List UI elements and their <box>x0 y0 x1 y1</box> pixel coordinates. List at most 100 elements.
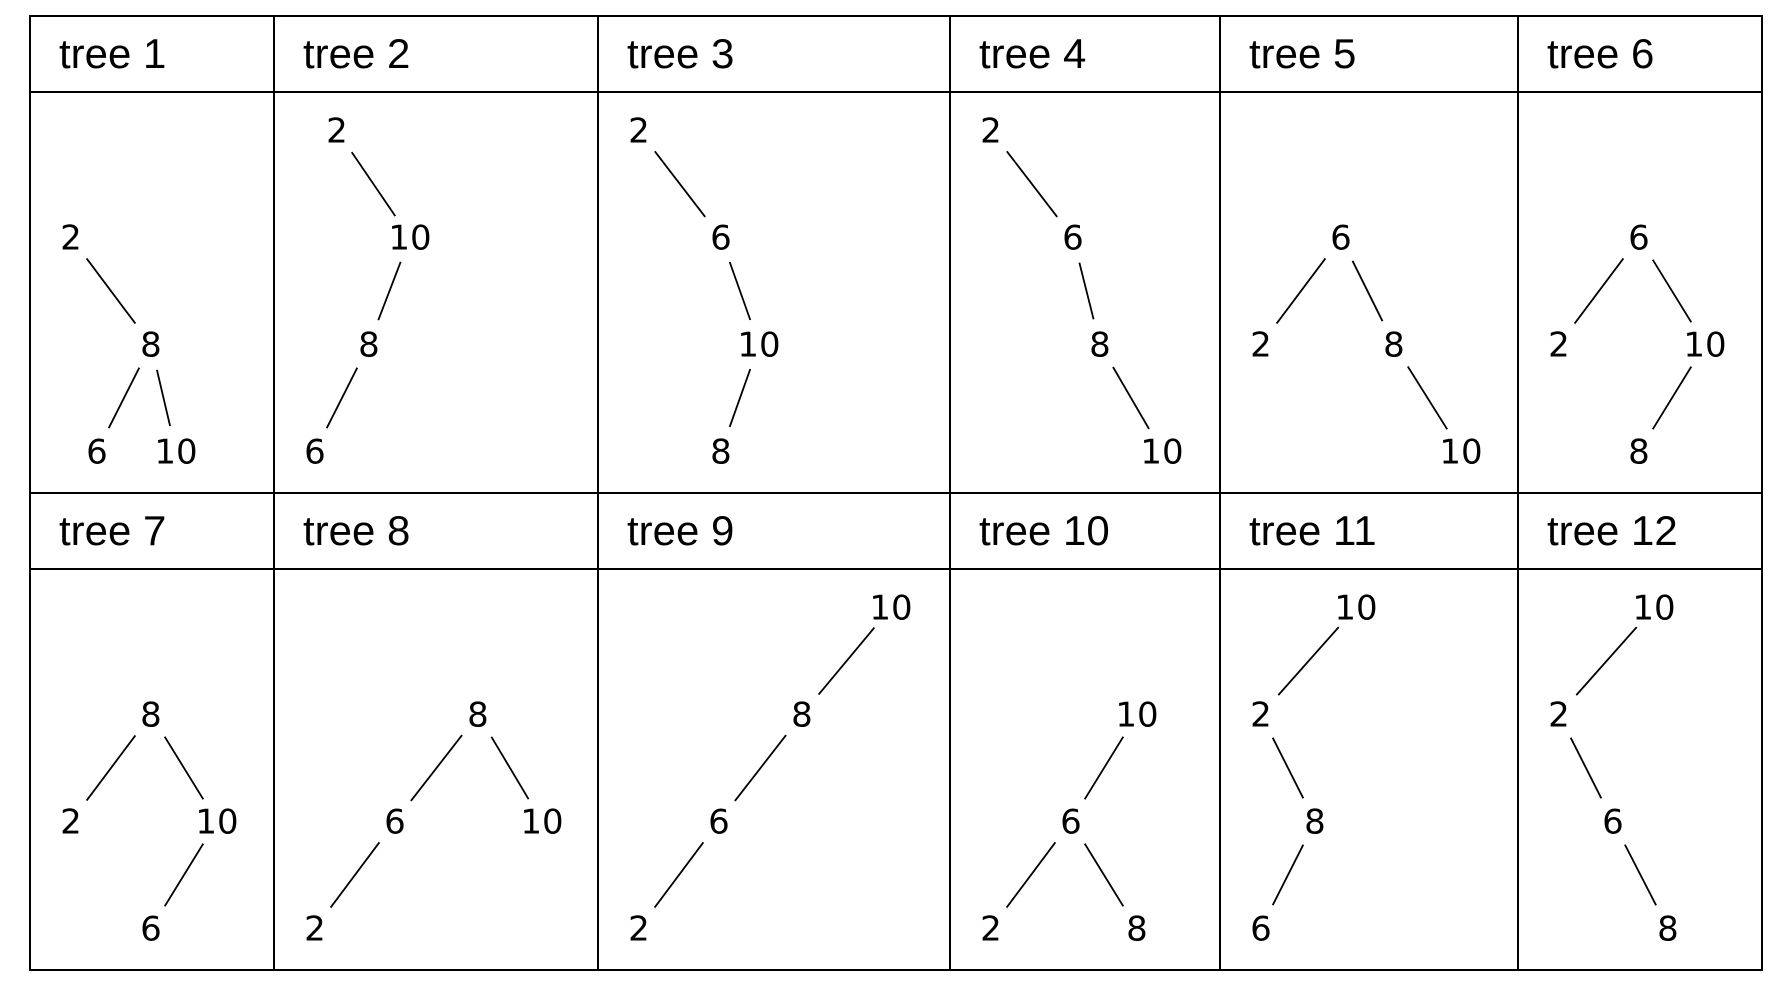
tree-9-node-10: 10 <box>869 589 912 629</box>
tree-5-node-6: 6 <box>1330 219 1352 259</box>
tree-5-edge-8-10 <box>1407 366 1448 430</box>
tree-2-node-10: 10 <box>388 219 431 259</box>
tree-8-diagram: 8 6 10 2 <box>304 696 563 950</box>
tree-9-edge-10-8 <box>817 627 876 696</box>
tree-6-edge-10-8 <box>1651 366 1693 430</box>
tree-5-title: tree 5 <box>1219 15 1519 93</box>
tree-1-edge-8-6 <box>107 367 141 429</box>
tree-5-diagram: 6 2 8 10 <box>1250 219 1482 473</box>
tree-6-diagram: 6 2 10 8 <box>1548 219 1726 473</box>
tree-10-edge-6-8 <box>1083 843 1125 907</box>
tree-12-edge-6-8 <box>1624 844 1657 906</box>
tree-7-title: tree 7 <box>29 492 275 570</box>
tree-2-node-8: 8 <box>358 325 380 365</box>
tree-table: tree 1 tree 2 tree 3 tree 4 tree 5 tree … <box>29 15 1763 971</box>
tree-7-node-6: 6 <box>140 909 162 949</box>
tree-3-title: tree 3 <box>597 15 951 93</box>
tree-9-edge-6-2 <box>653 841 705 909</box>
tree-11-edge-10-2 <box>1277 626 1340 696</box>
tree-10-node-6: 6 <box>1060 802 1082 842</box>
tree-5-node-2: 2 <box>1250 325 1272 365</box>
tree-11-node-6: 6 <box>1250 909 1272 949</box>
tree-2-edge-10-8 <box>377 261 402 321</box>
tree-5-cell: 6 2 8 10 <box>1219 91 1519 494</box>
tree-6-node-2: 2 <box>1548 325 1570 365</box>
tree-4-edge-8-10 <box>1112 366 1150 430</box>
tree-3-node-6: 6 <box>710 219 732 259</box>
header-row-1: tree 1 tree 2 tree 3 tree 4 tree 5 tree … <box>29 15 1763 93</box>
tree-12-node-10: 10 <box>1632 589 1675 629</box>
tree-11-node-10: 10 <box>1334 589 1377 629</box>
tree-4-edge-6-8 <box>1078 262 1095 320</box>
tree-8-node-10: 10 <box>520 802 563 842</box>
tree-12-edge-2-6 <box>1569 737 1603 799</box>
tree-8-node-2: 2 <box>304 909 326 949</box>
tree-1-node-6: 6 <box>86 432 108 472</box>
tree-9-title: tree 9 <box>597 492 951 570</box>
tree-6-edge-6-10 <box>1651 259 1693 323</box>
tree-4-node-10: 10 <box>1140 432 1183 472</box>
tree-4-edge-2-6 <box>1006 150 1058 218</box>
tree-3-node-8: 8 <box>710 432 732 472</box>
tree-9-edge-8-6 <box>734 734 787 802</box>
tree-9-node-6: 6 <box>708 802 730 842</box>
tree-8-title: tree 8 <box>273 492 599 570</box>
tree-7-node-8: 8 <box>140 696 162 736</box>
tree-12-node-2: 2 <box>1548 696 1570 736</box>
tree-11-edge-8-6 <box>1271 844 1305 906</box>
tree-7-edge-8-2 <box>85 734 137 802</box>
tree-8-node-8: 8 <box>467 696 489 736</box>
tree-12-title: tree 12 <box>1517 492 1763 570</box>
tree-grid: tree 1 tree 2 tree 3 tree 4 tree 5 tree … <box>29 15 1763 971</box>
tree-4-node-6: 6 <box>1062 219 1084 259</box>
tree-10-node-2: 2 <box>980 909 1002 949</box>
tree-6-node-10: 10 <box>1683 325 1726 365</box>
tree-11-node-2: 2 <box>1250 696 1272 736</box>
tree-6-title: tree 6 <box>1517 15 1763 93</box>
tree-7-edge-10-6 <box>163 843 205 907</box>
tree-9-node-8: 8 <box>791 696 813 736</box>
tree-3-edge-2-6 <box>654 150 706 218</box>
tree-6-node-6: 6 <box>1628 219 1650 259</box>
tree-1-node-10: 10 <box>154 432 197 472</box>
tree-4-node-2: 2 <box>980 112 1002 152</box>
tree-11-edge-2-8 <box>1271 737 1305 799</box>
tree-10-edge-10-6 <box>1083 736 1125 800</box>
tree-10-node-10: 10 <box>1115 696 1158 736</box>
tree-11-diagram: 10 2 8 6 <box>1250 589 1377 950</box>
tree-4-title: tree 4 <box>949 15 1221 93</box>
diagram-row-1: 2 8 6 10 2 10 8 6 2 6 10 8 2 6 8 10 6 2 8 10 6 2 10 8 <box>29 91 1763 494</box>
tree-7-edge-8-10 <box>163 736 205 800</box>
tree-1-edge-8-10 <box>156 369 171 427</box>
tree-3-edge-6-10 <box>728 261 752 321</box>
tree-5-node-8: 8 <box>1383 325 1405 365</box>
tree-8-edge-8-10 <box>490 736 530 800</box>
tree-12-node-6: 6 <box>1602 802 1624 842</box>
tree-3-node-2: 2 <box>628 112 650 152</box>
tree-8-cell: 8 6 10 2 <box>273 568 599 971</box>
tree-1-edge-2-8 <box>85 257 137 325</box>
tree-8-edge-6-2 <box>329 841 381 909</box>
header-row-2: tree 7 tree 8 tree 9 tree 10 tree 11 tre… <box>29 492 1763 570</box>
tree-11-node-8: 8 <box>1304 802 1326 842</box>
tree-8-node-6: 6 <box>384 802 406 842</box>
tree-5-edge-6-2 <box>1275 257 1327 325</box>
tree-5-node-10: 10 <box>1439 432 1482 472</box>
tree-11-cell: 10 2 8 6 <box>1219 568 1519 971</box>
tree-6-node-8: 8 <box>1628 432 1650 472</box>
tree-1-title: tree 1 <box>29 15 275 93</box>
